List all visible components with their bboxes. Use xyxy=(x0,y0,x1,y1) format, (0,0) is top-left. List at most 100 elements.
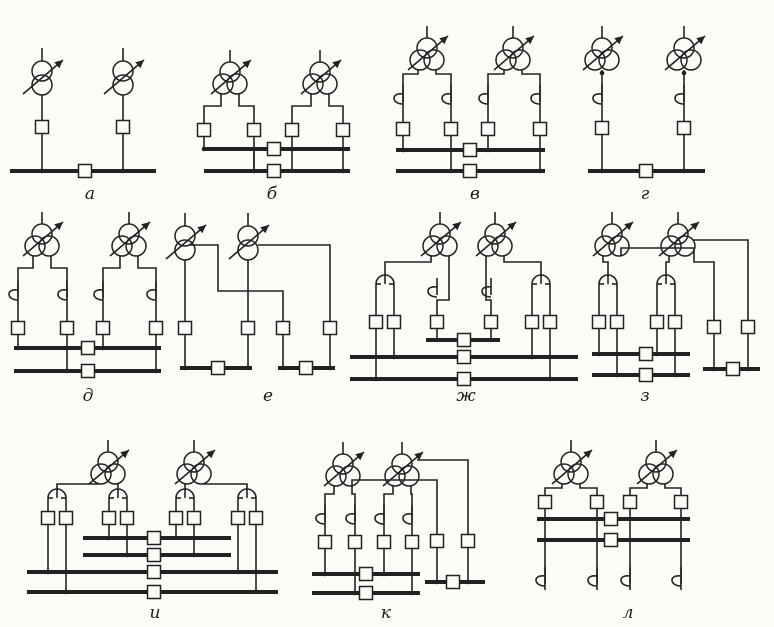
circuit-breaker xyxy=(622,494,638,510)
panel-caption-g: г xyxy=(640,184,650,204)
regulation-arrow xyxy=(636,449,678,485)
transformer-winding xyxy=(212,73,234,95)
circuit-breaker xyxy=(347,534,363,550)
current-limiting-reactor xyxy=(620,567,631,587)
regulation-arrowhead xyxy=(260,225,269,234)
regulation-arrowhead xyxy=(206,450,215,459)
circuit-breaker xyxy=(638,163,654,179)
transformer-winding xyxy=(104,463,126,485)
connection-line xyxy=(203,483,248,490)
transformer-winding xyxy=(325,465,347,487)
circuit-breaker xyxy=(77,163,93,179)
circuit-breaker xyxy=(524,314,540,330)
regulation-arrowhead xyxy=(135,60,144,69)
regulation-arrow xyxy=(475,221,517,257)
transformer-winding xyxy=(416,37,438,59)
current-limiting-reactor xyxy=(441,85,452,105)
transformer-winding xyxy=(652,463,674,485)
connection-line xyxy=(328,94,344,171)
circuit-breaker xyxy=(358,566,374,582)
current-limiting-reactor xyxy=(478,85,489,105)
circuit-breaker xyxy=(404,534,420,550)
panel-caption-z: з xyxy=(640,386,650,406)
circuit-breaker xyxy=(368,314,384,330)
transformer-winding xyxy=(591,37,613,59)
circuit-breaker xyxy=(460,533,476,549)
transformer-winding xyxy=(666,49,688,71)
transformer-winding xyxy=(502,37,524,59)
regulation-arrow xyxy=(551,449,593,485)
transformer-winding xyxy=(38,235,60,257)
regulation-arrowhead xyxy=(197,225,206,234)
regulation-arrowhead xyxy=(414,452,423,461)
current-limiting-reactor xyxy=(587,567,598,587)
transformer-winding xyxy=(183,451,205,473)
transformer-winding xyxy=(567,463,589,485)
panel-scheme-a xyxy=(10,48,156,179)
connection-line xyxy=(503,256,542,276)
transformer-winding xyxy=(384,465,406,487)
regulation-arrowhead xyxy=(120,450,129,459)
panel-scheme-d xyxy=(8,212,164,379)
circuit-breaker xyxy=(395,121,411,137)
transformer-winding xyxy=(560,451,582,473)
connection-line xyxy=(351,479,438,582)
panel-scheme-g xyxy=(582,26,706,179)
regulation-arrowhead xyxy=(242,60,251,69)
transformer-winding xyxy=(423,49,445,71)
transformer-winding xyxy=(509,49,531,71)
circuit-breaker xyxy=(638,346,654,362)
panel-scheme-zh xyxy=(350,212,578,387)
regulation-arrowhead xyxy=(355,452,364,461)
circuit-breaker xyxy=(589,494,605,510)
connection-line xyxy=(665,256,670,276)
transformer-winding xyxy=(638,463,660,485)
transformer-winding xyxy=(97,451,119,473)
circuit-breaker xyxy=(649,314,665,330)
circuit-breaker xyxy=(483,314,499,330)
circuit-breaker xyxy=(358,585,374,601)
current-limiting-reactor xyxy=(427,278,438,298)
current-limiting-reactor xyxy=(530,85,541,105)
regulation-arrow xyxy=(658,221,700,257)
circuit-breaker xyxy=(667,314,683,330)
transformer-winding xyxy=(24,235,46,257)
circuit-breaker xyxy=(638,367,654,383)
circuit-breaker xyxy=(196,122,212,138)
current-limiting-reactor xyxy=(57,281,68,301)
panel-caption-d: д xyxy=(82,386,94,406)
connection-line xyxy=(324,486,335,574)
connection-line xyxy=(435,70,452,171)
current-limiting-reactor xyxy=(671,567,682,587)
connection-line xyxy=(384,256,432,276)
connection-line xyxy=(291,94,312,149)
circuit-breaker xyxy=(603,511,619,527)
circuit-breaker xyxy=(322,320,338,336)
transformer-winding xyxy=(429,223,451,245)
transformer-winding xyxy=(680,49,702,71)
regulation-arrowhead xyxy=(439,36,448,45)
connection-line xyxy=(602,256,609,276)
circuit-breaker xyxy=(480,121,496,137)
regulation-arrow xyxy=(592,221,634,257)
regulation-arrowhead xyxy=(668,450,677,459)
circuit-breaker xyxy=(609,314,625,330)
regulation-arrow xyxy=(664,35,706,71)
connection-line xyxy=(238,94,255,171)
current-limiting-reactor xyxy=(481,278,492,298)
regulation-arrow xyxy=(493,35,535,71)
connection-line xyxy=(383,486,394,574)
circuit-breaker xyxy=(386,314,402,330)
circuit-breaker xyxy=(275,320,291,336)
transformer-winding xyxy=(176,463,198,485)
circuit-breaker xyxy=(186,510,202,526)
panel-scheme-v xyxy=(393,26,548,179)
circuit-breaker xyxy=(146,564,162,580)
transformer-winding xyxy=(553,463,575,485)
current-limiting-reactor xyxy=(674,85,685,105)
regulation-arrowhead xyxy=(507,222,516,231)
transformer-winding xyxy=(673,37,695,59)
current-limiting-reactor xyxy=(393,85,404,105)
circuit-breaker xyxy=(168,510,184,526)
regulation-arrow xyxy=(582,35,624,71)
